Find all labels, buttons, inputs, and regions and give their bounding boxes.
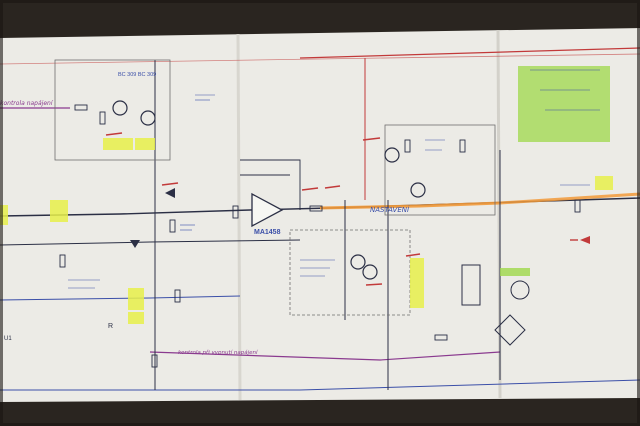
highlight-marker (595, 176, 613, 190)
red-tick (365, 283, 383, 286)
resistor-symbol (74, 104, 88, 111)
transistor-symbol (410, 182, 426, 198)
pencil-box (54, 59, 171, 161)
label-bc309: BC 309 BC 309 (118, 72, 156, 78)
resistor-symbol (309, 205, 323, 212)
paper-sheet (0, 28, 640, 402)
orange-highlight-wire (499, 192, 640, 205)
label-u1: U1 (4, 336, 12, 342)
transistor-symbol (384, 147, 400, 163)
label-nastaveni: NASTAVENÍ (370, 205, 410, 214)
resistor-symbol (459, 139, 466, 153)
green-highlight-area (518, 66, 610, 142)
red-tick (301, 187, 319, 191)
paper-fold (236, 33, 242, 401)
resistor-symbol (169, 219, 176, 233)
highlight-marker (50, 200, 68, 222)
transistor-symbol (510, 280, 530, 300)
resistor-symbol (151, 354, 158, 368)
label-bottom-magenta: kontrola při vypnutí napájení (178, 349, 259, 356)
resistor-symbol (434, 334, 448, 341)
diode-symbol (165, 188, 175, 198)
resistor-symbol (232, 205, 239, 219)
highlight-marker (0, 205, 8, 225)
transistor-symbol (140, 110, 156, 126)
component-value-scribbles (68, 69, 600, 289)
red-tick (362, 137, 381, 141)
coil-symbol (461, 264, 481, 306)
highlight-marker (135, 138, 155, 150)
pencil-box (384, 124, 496, 216)
diode-symbol (130, 240, 140, 248)
resistor-symbol (174, 289, 181, 303)
lower-wire (0, 239, 301, 246)
red-tick (105, 132, 123, 136)
label-left-magenta: kontrola napájení (0, 100, 54, 107)
opamp-symbol (251, 192, 284, 228)
highlight-marker (410, 258, 424, 308)
orange-highlight-wire (319, 201, 501, 210)
highlight-marker (103, 138, 133, 150)
purple-wire (149, 351, 501, 361)
resistor-symbol (59, 254, 66, 268)
red-tick (405, 253, 421, 257)
red-annotation-marks (105, 132, 578, 286)
resistor-symbol (574, 199, 581, 213)
yellow-highlights (0, 138, 613, 324)
resistor-symbol (404, 139, 411, 153)
label-r: R (108, 323, 113, 330)
transistor-symbol (350, 254, 366, 270)
transistor-symbol (362, 264, 378, 280)
blue-wire (0, 295, 241, 301)
feedback-wire (240, 159, 301, 210)
label-ma1458: MA1458 (254, 229, 281, 236)
red-tick (161, 182, 179, 186)
diode-symbol (580, 236, 590, 244)
bridge-rectifier (494, 314, 526, 346)
transistor-symbol (112, 100, 128, 116)
bottom-blue-wire (0, 379, 640, 391)
resistor-group (59, 104, 581, 368)
red-supply-wire (0, 53, 640, 65)
resistor-symbol (99, 111, 106, 125)
red-tick (324, 185, 341, 189)
highlight-marker (128, 312, 144, 324)
highlight-marker (128, 288, 144, 310)
red-supply-wire (299, 47, 640, 59)
green-highlight-marker (500, 268, 530, 276)
